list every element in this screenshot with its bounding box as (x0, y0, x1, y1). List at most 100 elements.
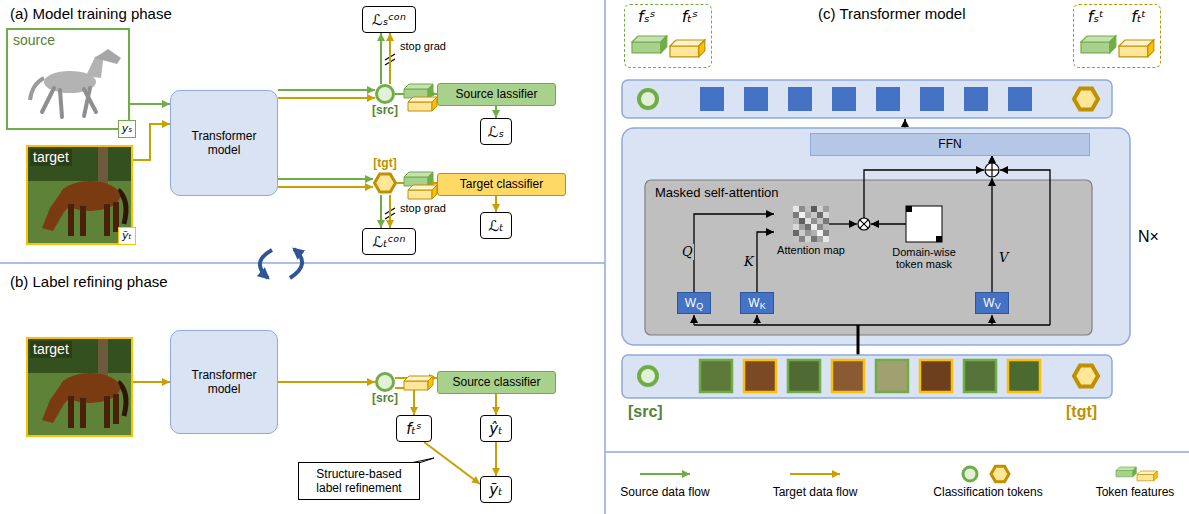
feature-bar (632, 36, 667, 53)
feature-group-text: fₜᵗ (1131, 7, 1146, 26)
attention-map-picture (823, 206, 829, 212)
src-token: [src] (375, 372, 395, 392)
label-box-text: ŷₜ (489, 420, 502, 438)
transformer-box: Transformer model (170, 330, 278, 434)
source-horse-picture (8, 30, 128, 128)
label-box-text: ỹₜ (122, 229, 132, 242)
input-token-row (1074, 366, 1098, 387)
label-box: ŷₜ (480, 415, 512, 442)
attention-map-picture (823, 224, 829, 230)
flow-arrow (495, 106, 497, 119)
label-box-text: yₛ (122, 122, 133, 135)
tgt-token: [tgt] (373, 171, 397, 195)
flow-arrow (495, 196, 497, 213)
target-image-text: target (30, 149, 72, 166)
target-image: target ỹₜ (26, 145, 133, 245)
input-token-row (788, 360, 820, 392)
attention-map-picture (805, 206, 811, 212)
output-token-row (964, 87, 988, 111)
attention-map-picture (817, 236, 823, 242)
callout-box: Structure-based label refinement (298, 462, 420, 500)
attention-map-picture (799, 212, 805, 218)
loss-box: ℒₜᶜᵒⁿ (362, 228, 416, 255)
panel-divider (604, 0, 606, 514)
flow-arrow (133, 124, 170, 160)
feature-bar (404, 376, 433, 390)
attention-map-picture (793, 236, 799, 242)
source-image-text: source (10, 32, 58, 49)
legend-text: Source data flow (620, 485, 709, 499)
hexagon-outline (375, 174, 396, 192)
attention-map-picture (817, 230, 823, 236)
label-box: ỹₜ (118, 227, 136, 245)
attention-map-picture (817, 212, 823, 218)
feature-group: fₛᵗfₜᵗ (1073, 4, 1161, 68)
label-box: yₛ (118, 120, 136, 138)
attention-map-picture (793, 230, 799, 236)
attention-map-picture (805, 236, 811, 242)
output-token-row (1008, 87, 1032, 111)
transformer-layer-text: N× (1138, 227, 1159, 246)
weight-box: WK (740, 292, 774, 314)
legend-sample (1137, 471, 1157, 481)
weight-box-text: V (995, 301, 1001, 312)
token-mask-picture (906, 206, 912, 212)
weight-box-text: Q (696, 301, 703, 312)
loss-box: ℒₜ (480, 212, 512, 239)
output-token-row (700, 87, 1032, 111)
source-horse-picture (60, 90, 62, 117)
flow-arrow (904, 119, 906, 128)
legend-text: Token features (1096, 485, 1175, 499)
attention-map-picture (793, 212, 799, 218)
loss-box-text: ℒₜᶜᵒⁿ (373, 233, 406, 251)
attention-map-picture (793, 218, 799, 224)
input-token-row (964, 360, 996, 392)
panel-label: (c) Transformer model (818, 5, 966, 23)
weight-box-text: W (685, 296, 696, 310)
target-image: target (26, 337, 133, 437)
input-token-row (700, 360, 732, 392)
edge-label: K (743, 254, 755, 270)
attention-map-picture (823, 218, 829, 224)
attention-wiring (693, 315, 694, 325)
output-token-row (832, 87, 856, 111)
feature-group: fₛˢ fₜˢ (624, 4, 712, 68)
loss-box: ℒₛ (480, 118, 512, 145)
attention-map-picture (799, 224, 805, 230)
feature-bar (670, 40, 705, 57)
token-mask: Domain-wise token mask (878, 204, 970, 272)
attention-map-picture (823, 230, 829, 236)
flow-arrow (694, 214, 774, 292)
source-horse-picture (42, 88, 96, 117)
edge-label: Q (681, 244, 694, 260)
flow-arrow (495, 394, 497, 416)
src-token: [src] (375, 84, 395, 104)
src-token-text: [src] (372, 103, 398, 117)
loss-box: ℒₛᶜᵒⁿ (362, 6, 416, 33)
ffn-box: FFN (810, 133, 1090, 156)
attention-wiring (991, 155, 992, 163)
feature-bar (1081, 36, 1116, 53)
feature-bar (1119, 40, 1154, 57)
transformer-layer: N×FFNMasked self-attentionWQWKAttention … (622, 128, 1130, 345)
add-symbol (985, 163, 999, 177)
output-token-row (700, 87, 724, 111)
flow-arrow (278, 89, 375, 91)
panel-divider (605, 451, 1189, 453)
multiply-symbol (860, 220, 868, 228)
feature-group-text: fₜˢ (682, 7, 698, 26)
flow-arrow (389, 195, 391, 228)
input-token-row (1008, 360, 1040, 392)
attention-map-picture (817, 206, 823, 212)
attention-map-picture (793, 206, 799, 212)
feature-group-text: fₛˢ (638, 7, 656, 26)
attention-wiring (857, 325, 860, 355)
ffn-box-text: FFN (938, 137, 961, 151)
attention-map-picture (811, 236, 817, 242)
attention-block: Masked self-attentionWQWKAttention mapDo… (645, 180, 1092, 335)
feature-bar (404, 172, 433, 186)
attention-map-picture (811, 212, 817, 218)
multiply-symbol (860, 220, 868, 228)
feature-bar (404, 84, 433, 98)
